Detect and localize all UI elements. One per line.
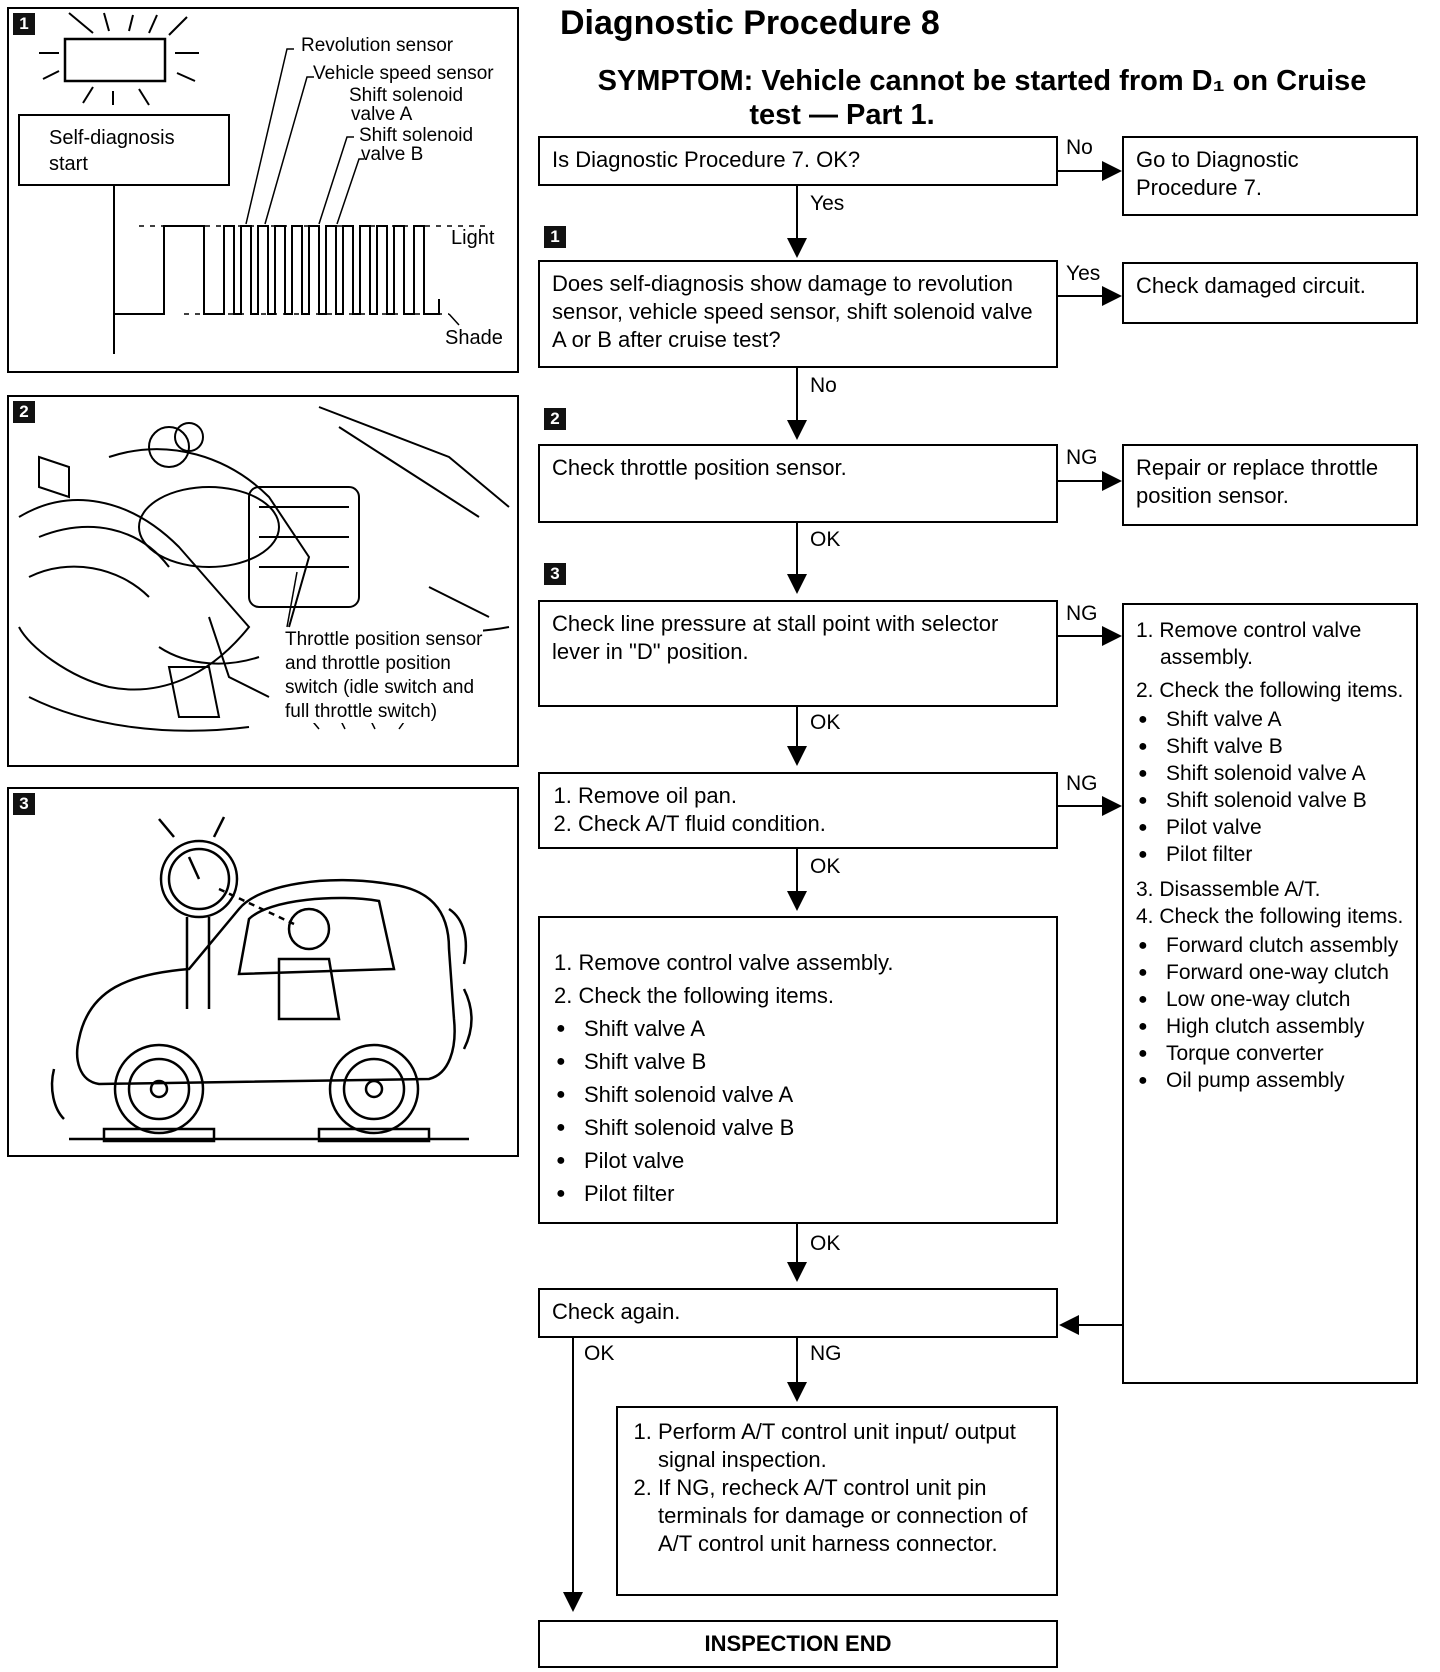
- revolution-sensor-label: Revolution sensor: [301, 35, 454, 56]
- figure-3-stall-test: 3: [7, 787, 519, 1157]
- go-to-procedure-7-box: Go to Diagnostic Procedure 7.: [1122, 136, 1418, 216]
- rb-step-2: 2. Check the following items.: [1136, 679, 1404, 702]
- throttle-body-illustration: [18, 406, 510, 732]
- q2-ng-label: NG: [1066, 446, 1098, 469]
- shift-solenoid-b-label-1: Shift solenoid: [359, 125, 474, 146]
- self-diagnosis-start-label: Self-diagnosis start: [49, 127, 175, 175]
- figure-3-badge: 3: [13, 793, 35, 815]
- figure-2-throttle-sensor: 2 Throttle positio: [7, 395, 519, 767]
- check-again-ng-label: NG: [810, 1342, 842, 1365]
- rb-b-item-3: Low one-way clutch: [1136, 986, 1406, 1013]
- rb-b-item-4: High clutch assembly: [1136, 1013, 1406, 1040]
- check-line-pressure-box: Check line pressure at stall point with …: [538, 600, 1058, 707]
- self-diagnosis-waveform-illustration: [18, 12, 489, 354]
- rb-items-a: Shift valve A Shift valve B Shift soleno…: [1136, 706, 1406, 868]
- check-again-text: Check again.: [552, 1299, 681, 1324]
- rb-b-item-5: Torque converter: [1136, 1040, 1406, 1067]
- shift-solenoid-a-label-1: Shift solenoid: [349, 85, 464, 106]
- q3-ok-label: OK: [810, 711, 841, 734]
- vehicle-speed-sensor-label: Vehicle speed sensor: [313, 63, 494, 84]
- light-label: Light: [451, 227, 495, 249]
- go-to-procedure-7-text: Go to Diagnostic Procedure 7.: [1136, 147, 1299, 200]
- rb-step-1: 1. Remove control valve assembly.: [1136, 619, 1362, 669]
- rb-a-item-4: Shift solenoid valve B: [1136, 787, 1406, 814]
- q0-yes-label: Yes: [810, 192, 845, 215]
- figure-1-badge: 1: [13, 13, 35, 35]
- cv-item-6: Pilot filter: [554, 1177, 1044, 1210]
- rb-b-item-6: Oil pump assembly: [1136, 1067, 1406, 1094]
- question-procedure-7-text: Is Diagnostic Procedure 7. OK?: [552, 147, 861, 172]
- check-throttle-sensor-box: Check throttle position sensor.: [538, 444, 1058, 523]
- cv-item-1: Shift valve A: [554, 1012, 1044, 1045]
- shift-solenoid-a-label-2: valve A: [351, 104, 413, 125]
- inspection-end-text: INSPECTION END: [704, 1631, 892, 1656]
- cv-item-2: Shift valve B: [554, 1045, 1044, 1078]
- control-valve-step-2: 2. Check the following items.: [554, 983, 835, 1008]
- step-3-badge: 3: [544, 563, 566, 585]
- q4-ok-label: OK: [810, 855, 841, 878]
- rb-step-4: 4. Check the following items.: [1136, 905, 1404, 928]
- control-unit-inspection-box: Perform A/T control unit input/ output s…: [616, 1406, 1058, 1596]
- rb-a-item-1: Shift valve A: [1136, 706, 1406, 733]
- inspection-end-box: INSPECTION END: [538, 1620, 1058, 1668]
- question-self-diagnosis-text: Does self-diagnosis show damage to revol…: [552, 271, 1033, 352]
- throttle-caption-line-1: Throttle position sensor: [285, 629, 483, 651]
- q4-ng-label: NG: [1066, 772, 1098, 795]
- control-valve-items: Shift valve A Shift valve B Shift soleno…: [554, 1012, 1044, 1210]
- q0-no-label: No: [1066, 136, 1093, 159]
- oil-pan-step-2: Check A/T fluid condition.: [578, 810, 1044, 838]
- rb-a-item-3: Shift solenoid valve A: [1136, 760, 1406, 787]
- question-self-diagnosis: Does self-diagnosis show damage to revol…: [538, 260, 1058, 368]
- shade-label: Shade: [445, 327, 503, 349]
- control-unit-step-1: Perform A/T control unit input/ output s…: [658, 1418, 1046, 1474]
- repair-throttle-sensor-text: Repair or replace throttle position sens…: [1136, 455, 1379, 508]
- q1-no-label: No: [810, 374, 837, 397]
- figure-2-badge: 2: [13, 401, 35, 423]
- remove-control-valve-box: 1. Remove control valve assembly. 2. Che…: [538, 916, 1058, 1224]
- rb-items-b: Forward clutch assembly Forward one-way …: [1136, 932, 1406, 1094]
- q1-yes-label: Yes: [1066, 262, 1101, 285]
- oil-pan-step-1: Remove oil pan.: [578, 782, 1044, 810]
- rb-b-item-2: Forward one-way clutch: [1136, 959, 1406, 986]
- rb-b-item-1: Forward clutch assembly: [1136, 932, 1406, 959]
- car-stall-test-illustration: [50, 816, 473, 1143]
- check-damaged-circuit-box: Check damaged circuit.: [1122, 262, 1418, 324]
- throttle-caption-line-2: and throttle position: [285, 653, 451, 675]
- control-unit-step-2: If NG, recheck A/T control unit pin term…: [658, 1474, 1046, 1558]
- cv-item-3: Shift solenoid valve A: [554, 1078, 1044, 1111]
- rb-step-3: 3. Disassemble A/T.: [1136, 878, 1321, 901]
- repair-throttle-sensor-box: Repair or replace throttle position sens…: [1122, 444, 1418, 526]
- rb-a-item-6: Pilot filter: [1136, 841, 1406, 868]
- oil-pan-steps: Remove oil pan. Check A/T fluid conditio…: [552, 782, 1044, 838]
- symptom-line-1: SYMPTOM: Vehicle cannot be started from …: [597, 65, 1367, 97]
- check-again-ok-label: OK: [584, 1342, 615, 1365]
- q2-ok-label: OK: [810, 528, 841, 551]
- step-1-badge: 1: [544, 226, 566, 248]
- rb-a-item-5: Pilot valve: [1136, 814, 1406, 841]
- remove-oil-pan-box: Remove oil pan. Check A/T fluid conditio…: [538, 772, 1058, 849]
- check-throttle-sensor-text: Check throttle position sensor.: [552, 455, 847, 480]
- control-unit-steps: Perform A/T control unit input/ output s…: [628, 1418, 1046, 1558]
- check-again-box: Check again.: [538, 1288, 1058, 1338]
- figure-1-self-diagnosis: 1 Self-diagnosis start Revolution sensor: [7, 7, 519, 373]
- q3-ng-label: NG: [1066, 602, 1098, 625]
- disassemble-at-box: 1. Remove control valve assembly. 2. Che…: [1122, 603, 1418, 1384]
- check-damaged-circuit-text: Check damaged circuit.: [1136, 273, 1366, 298]
- question-procedure-7: Is Diagnostic Procedure 7. OK?: [538, 136, 1058, 186]
- symptom-line-2: test — Part 1.: [749, 99, 935, 131]
- rb-a-item-2: Shift valve B: [1136, 733, 1406, 760]
- q5-ok-label: OK: [810, 1232, 841, 1255]
- throttle-caption-line-4: full throttle switch): [285, 701, 438, 723]
- cv-item-4: Shift solenoid valve B: [554, 1111, 1044, 1144]
- page-title: Diagnostic Procedure 8: [560, 4, 940, 42]
- throttle-caption-line-3: switch (idle switch and: [285, 677, 475, 699]
- cv-item-5: Pilot valve: [554, 1144, 1044, 1177]
- control-valve-step-1: 1. Remove control valve assembly.: [554, 950, 894, 975]
- step-2-badge: 2: [544, 408, 566, 430]
- check-line-pressure-text: Check line pressure at stall point with …: [552, 611, 999, 664]
- shift-solenoid-b-label-2: valve B: [361, 144, 424, 165]
